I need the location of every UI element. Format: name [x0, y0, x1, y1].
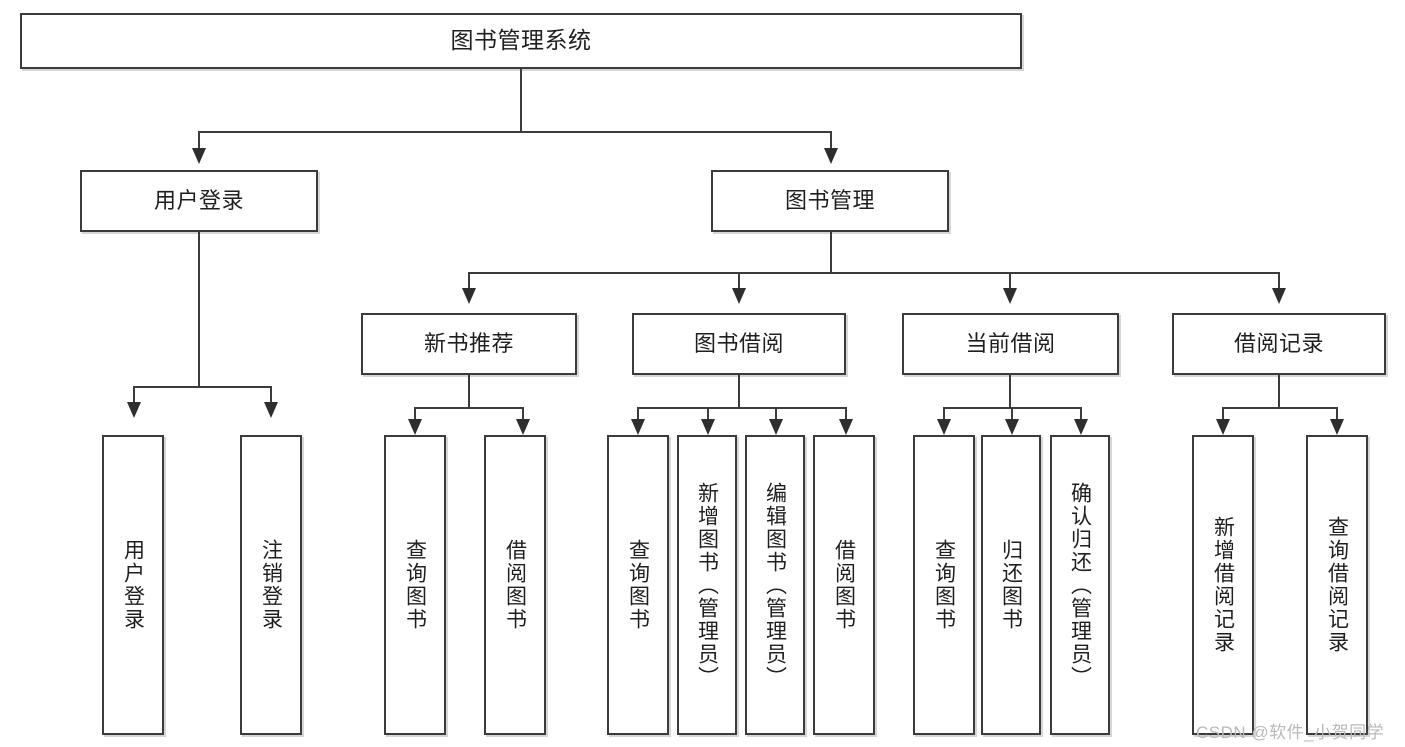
- arrow-to-leaf-logout-login: [264, 402, 278, 418]
- node-book-borrow[interactable]: 图书借阅: [632, 313, 846, 375]
- node-label: 借阅图书: [832, 539, 856, 631]
- connector-current-borrow-branch-1: [943, 407, 945, 421]
- node-label: 图书管理系统: [450, 27, 592, 54]
- arrow-to-leaf-borrow-book-1: [516, 419, 530, 435]
- connector-to-borrow-record: [1278, 272, 1280, 290]
- connector-book-borrow-branch-4: [845, 407, 847, 421]
- node-label: 编辑图书（管理员）: [763, 481, 787, 689]
- arrow-root-to-book-management: [824, 148, 838, 164]
- arrow-to-leaf-query-book-2: [631, 419, 645, 435]
- arrow-to-leaf-return-book: [1005, 419, 1019, 435]
- connector-user-login-bus: [133, 386, 271, 388]
- arrow-to-leaf-add-book: [701, 419, 715, 435]
- node-label: 归还图书: [999, 539, 1023, 631]
- connector-to-book-borrow: [738, 272, 740, 290]
- connector-book-borrow-stem: [738, 375, 740, 408]
- connector-to-new-book-recommend: [468, 272, 470, 290]
- connector-borrow-record-bus: [1222, 407, 1336, 409]
- connector-borrow-record-branch-2: [1336, 407, 1338, 421]
- node-current-borrow[interactable]: 当前借阅: [902, 313, 1119, 375]
- arrow-to-book-borrow: [732, 288, 746, 304]
- connector-book-borrow-bus: [637, 407, 847, 409]
- node-leaf-query-book-3[interactable]: 查询图书: [913, 435, 975, 735]
- node-label: 借阅记录: [1233, 330, 1324, 356]
- connector-new-book-bus: [414, 407, 524, 409]
- connector-to-current-borrow: [1009, 272, 1011, 290]
- arrow-to-leaf-query-book-3: [937, 419, 951, 435]
- arrow-to-leaf-query-book-1: [408, 419, 422, 435]
- watermark-text: CSDN @软件_小贺同学: [1196, 723, 1385, 742]
- connector-user-login-branch-2: [270, 386, 272, 404]
- connector-root-stem: [520, 69, 522, 132]
- arrow-to-leaf-edit-book: [769, 419, 783, 435]
- node-label: 查询图书: [932, 539, 956, 631]
- connector-user-login-branch-1: [133, 386, 135, 404]
- node-label: 确认归还（管理员）: [1068, 481, 1092, 689]
- arrow-root-to-user-login: [192, 148, 206, 164]
- node-book-management[interactable]: 图书管理: [711, 170, 949, 232]
- node-label: 新书推荐: [423, 330, 514, 356]
- node-new-book-recommend[interactable]: 新书推荐: [361, 313, 577, 375]
- node-label: 用户登录: [153, 187, 244, 213]
- node-user-login[interactable]: 用户登录: [80, 170, 318, 232]
- node-label: 新增借阅记录: [1211, 516, 1235, 654]
- connector-root-bus: [198, 131, 832, 133]
- node-leaf-borrow-book-2[interactable]: 借阅图书: [813, 435, 875, 735]
- node-label: 借阅图书: [503, 539, 527, 631]
- arrow-to-leaf-user-login: [127, 402, 141, 418]
- arrow-to-new-book-recommend: [462, 288, 476, 304]
- node-label: 查询图书: [403, 539, 427, 631]
- node-leaf-borrow-book-1[interactable]: 借阅图书: [484, 435, 546, 735]
- connector-new-book-stem: [468, 375, 470, 408]
- node-root-book-management-system[interactable]: 图书管理系统: [20, 13, 1022, 69]
- connector-level3-bus: [468, 272, 1278, 274]
- node-leaf-query-record[interactable]: 查询借阅记录: [1306, 435, 1368, 735]
- node-leaf-query-book-1[interactable]: 查询图书: [384, 435, 446, 735]
- connector-book-borrow-branch-2: [707, 407, 709, 421]
- node-leaf-return-book[interactable]: 归还图书: [981, 435, 1041, 735]
- connector-new-book-branch-1: [414, 407, 416, 421]
- node-leaf-edit-book[interactable]: 编辑图书（管理员）: [745, 435, 805, 735]
- node-leaf-query-book-2[interactable]: 查询图书: [607, 435, 669, 735]
- connector-current-borrow-branch-3: [1080, 407, 1082, 421]
- node-label: 图书借阅: [693, 330, 784, 356]
- arrow-to-current-borrow: [1003, 288, 1017, 304]
- node-borrow-record[interactable]: 借阅记录: [1172, 313, 1386, 375]
- arrow-to-borrow-record: [1272, 288, 1286, 304]
- node-label: 图书管理: [784, 187, 875, 213]
- node-leaf-add-record[interactable]: 新增借阅记录: [1192, 435, 1254, 735]
- arrow-to-leaf-borrow-book-2: [839, 419, 853, 435]
- node-leaf-add-book[interactable]: 新增图书（管理员）: [677, 435, 737, 735]
- connector-user-login-stem: [198, 232, 200, 387]
- node-leaf-logout-login[interactable]: 注销登录: [240, 435, 302, 735]
- connector-borrow-record-branch-1: [1222, 407, 1224, 421]
- node-label: 当前借阅: [965, 330, 1056, 356]
- connector-borrow-record-stem: [1278, 375, 1280, 408]
- connector-root-to-book-management: [830, 131, 832, 150]
- arrow-to-leaf-add-record: [1216, 419, 1230, 435]
- connector-book-borrow-branch-3: [775, 407, 777, 421]
- arrow-to-leaf-confirm-return: [1074, 419, 1088, 435]
- node-label: 注销登录: [259, 539, 283, 631]
- connector-book-borrow-branch-1: [637, 407, 639, 421]
- node-label: 查询借阅记录: [1325, 516, 1349, 654]
- connector-root-to-user-login: [198, 131, 200, 150]
- connector-book-management-stem: [830, 232, 832, 273]
- node-leaf-user-login[interactable]: 用户登录: [102, 435, 164, 735]
- node-label: 查询图书: [626, 539, 650, 631]
- node-leaf-confirm-return[interactable]: 确认归还（管理员）: [1050, 435, 1110, 735]
- connector-current-borrow-branch-2: [1011, 407, 1013, 421]
- connector-current-borrow-stem: [1009, 375, 1011, 408]
- connector-new-book-branch-2: [522, 407, 524, 421]
- node-label: 新增图书（管理员）: [695, 481, 719, 689]
- node-label: 用户登录: [121, 539, 145, 631]
- arrow-to-leaf-query-record: [1330, 419, 1344, 435]
